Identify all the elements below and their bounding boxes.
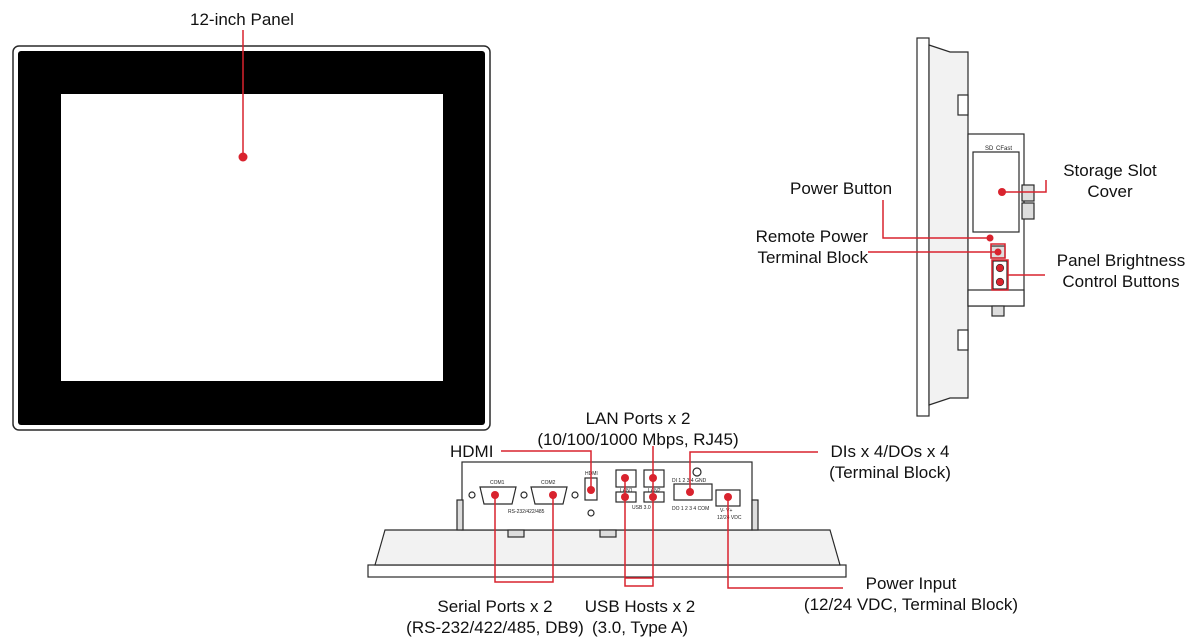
power-rating-text: 12/24 VDC	[717, 515, 742, 521]
side-foot	[991, 305, 1005, 317]
panel-screen	[61, 94, 443, 381]
side-body	[928, 44, 969, 406]
callout-brightness-dot-2	[996, 278, 1004, 286]
label-dio-line1: DIs x 4/DOs x 4	[830, 442, 950, 461]
side-tab-bottom	[957, 329, 969, 351]
storage-screw-1	[1021, 184, 1035, 202]
label-serial-line1: Serial Ports x 2	[437, 597, 553, 616]
callout-serial-dot-1	[491, 491, 499, 499]
label-lan-line1: LAN Ports x 2	[585, 409, 691, 428]
label-brightness-line1: Panel Brightness	[1056, 251, 1186, 270]
label-usb-line1: USB Hosts x 2	[584, 597, 696, 616]
com2-port	[530, 486, 568, 505]
side-cfast-text: CFast	[996, 146, 1012, 152]
label-usb-hosts: USB Hosts x 2 (3.0, Type A)	[580, 596, 700, 638]
label-lan-line2: (10/100/1000 Mbps, RJ45)	[537, 430, 739, 449]
label-remote-power: Remote Power Terminal Block	[730, 226, 868, 268]
bottom-clip-right	[599, 529, 617, 538]
callouts	[242, 30, 1047, 589]
label-dio: DIs x 4/DOs x 4 (Terminal Block)	[815, 441, 965, 483]
callout-lan-line	[624, 446, 654, 587]
label-serial-line2: (RS-232/422/485, DB9)	[406, 618, 584, 637]
callout-lan-dot-1	[621, 474, 629, 482]
lan2-text: LAN2	[648, 488, 661, 494]
bottom-body	[374, 529, 841, 566]
callout-panel-dot	[238, 152, 248, 162]
side-lower-block	[967, 289, 1025, 307]
usb-text: USB 3.0	[632, 505, 651, 511]
callout-usb-dot-2	[649, 493, 657, 501]
com2-text: COM2	[541, 480, 556, 486]
callout-power-button-line	[882, 200, 990, 239]
serial-std-text: RS-232/422/485	[508, 509, 545, 515]
com1-text: COM1	[490, 480, 505, 486]
callout-storage-line	[1004, 180, 1047, 193]
label-storage-line2: Cover	[1087, 182, 1133, 201]
callout-storage-dot	[998, 188, 1006, 196]
label-lan-ports: LAN Ports x 2 (10/100/1000 Mbps, RJ45)	[533, 408, 743, 450]
callout-serial-dot-2	[549, 491, 557, 499]
callout-serial-line	[494, 495, 554, 583]
side-view	[916, 37, 1035, 417]
label-remote-power-line1: Remote Power	[755, 227, 868, 246]
callout-power-button-dot	[986, 234, 994, 242]
bottom-clip-left	[507, 529, 525, 538]
callout-brightness-dot-1	[996, 264, 1004, 272]
ground-screw	[692, 467, 702, 477]
label-power-input-line1: Power Input	[865, 574, 957, 593]
lan1-text: LAN1	[620, 488, 633, 494]
label-panel-brightness: Panel Brightness Control Buttons	[1046, 250, 1196, 292]
label-brightness-line2: Control Buttons	[1062, 272, 1180, 291]
front-view	[12, 45, 491, 431]
callout-lan-dot-2	[649, 474, 657, 482]
side-sd-text: SD	[985, 146, 994, 152]
bottom-view	[367, 461, 847, 578]
label-dio-line2: (Terminal Block)	[829, 463, 951, 482]
bottom-tab-right	[751, 499, 759, 531]
label-hdmi: HDMI	[450, 442, 494, 461]
power-v-text: V- V+	[720, 508, 732, 514]
label-usb-line2: (3.0, Type A)	[591, 618, 689, 637]
label-power-input-line2: (12/24 VDC, Terminal Block)	[803, 595, 1019, 614]
com1-screw-right	[520, 491, 528, 499]
side-tab-top	[957, 94, 969, 116]
com1-screw-left	[468, 491, 476, 499]
side-bezel	[916, 37, 930, 417]
callout-dio-line	[689, 451, 818, 492]
callout-hdmi-dot	[587, 486, 595, 494]
callout-dio-dot	[686, 488, 694, 496]
label-serial-ports: Serial Ports x 2 (RS-232/422/485, DB9)	[395, 596, 595, 638]
com2-screw-right	[571, 491, 579, 499]
label-12-inch-panel: 12-inch Panel	[190, 10, 294, 29]
label-remote-power-line2: Terminal Block	[757, 248, 868, 267]
bottom-tab-left	[456, 499, 464, 531]
do-row-text: DO 1 2 3 4 COM	[672, 506, 709, 512]
label-storage-line1: Storage Slot	[1063, 161, 1157, 180]
label-storage-slot-cover: Storage Slot Cover	[1050, 160, 1170, 202]
callout-dots	[238, 152, 1006, 501]
label-power-button: Power Button	[790, 179, 893, 198]
bottom-bezel	[367, 564, 847, 578]
label-power-input: Power Input (12/24 VDC, Terminal Block)	[798, 573, 1024, 615]
callout-hdmi-line	[501, 450, 592, 490]
callout-remote-power-dot	[994, 248, 1002, 256]
callout-power-input-dot	[724, 493, 732, 501]
storage-screw-2	[1021, 202, 1035, 220]
callout-usb-dot-1	[621, 493, 629, 501]
callout-remote-power-box	[990, 243, 1006, 259]
callout-power-input-line	[727, 497, 843, 589]
bottom-led	[587, 509, 595, 517]
